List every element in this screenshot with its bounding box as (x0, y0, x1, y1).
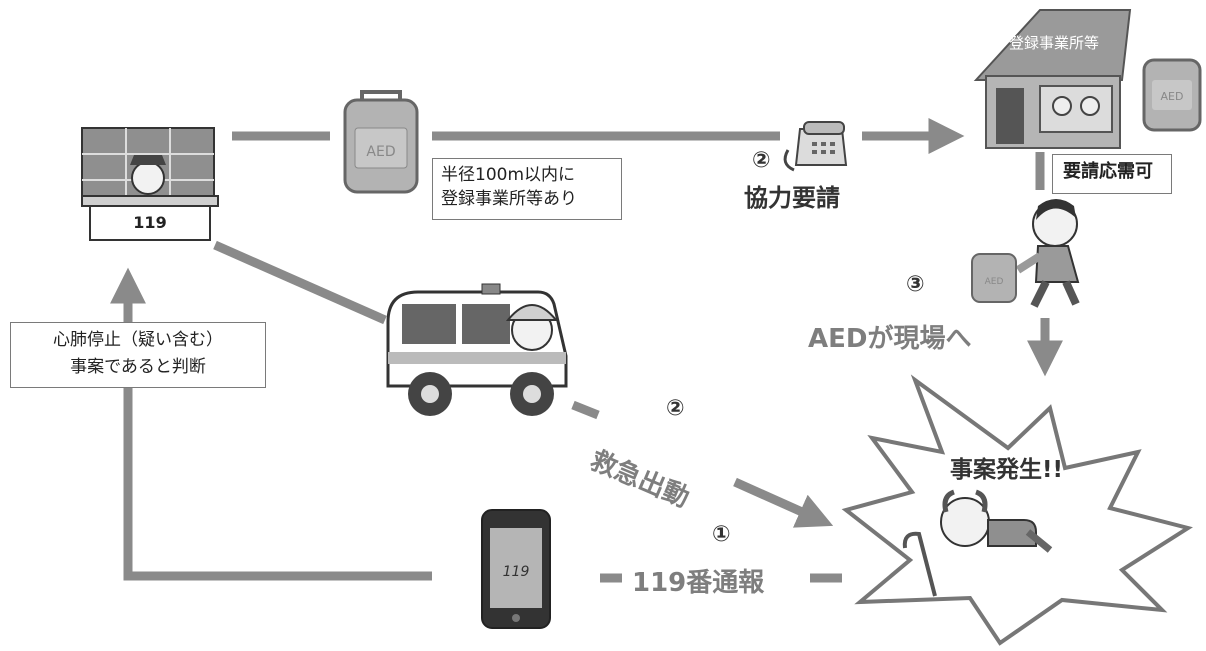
aed-label-house: AED (1161, 90, 1184, 103)
response-note: 要請応需可 (1052, 154, 1172, 194)
step-aed-number: ③ (906, 272, 925, 297)
dispatch-center: 119 (81, 127, 219, 241)
step-call-label: 119番通報 (632, 568, 765, 598)
patient-head (940, 497, 990, 547)
aed-device-house: AED (1142, 58, 1202, 132)
telephone-icon (783, 121, 848, 172)
incident-burst (841, 374, 1193, 646)
aed-label-top: AED (366, 144, 395, 160)
arrow-ambulance-to-incident (733, 477, 834, 528)
step-aed-label: AEDが現場へ (808, 324, 972, 354)
aed-device-carried: AED (971, 253, 1017, 303)
step-dispatch-number: ② (666, 396, 685, 421)
smartphone: 119 (481, 509, 551, 629)
ambulance (386, 283, 568, 416)
radius-note-line1: 半径100m以内に (441, 165, 576, 185)
dispatch-sign: 119 (133, 213, 166, 232)
phone-screen-text: 119 (503, 564, 530, 580)
operator-icon (131, 161, 165, 195)
judgment-note-line2: 事案であると判断 (70, 357, 206, 377)
response-note-text: 要請応需可 (1063, 161, 1153, 182)
runner-with-aed (1015, 199, 1080, 308)
aed-label-carried: AED (985, 277, 1004, 287)
line-center-to-ambulance (213, 240, 387, 325)
step-request-number: ② (752, 148, 771, 173)
incident-label: 事案発生!! (950, 457, 1063, 483)
aed-device-top: AED (343, 90, 419, 194)
registered-business-house: 登録事業所等 (973, 9, 1132, 149)
line-ambulance-to-label (571, 400, 600, 420)
judgment-note-line1: 心肺停止（疑い含む） (53, 330, 223, 350)
collapsed-person (902, 489, 1053, 597)
step-request-label: 協力要請 (744, 184, 840, 212)
house-sign: 登録事業所等 (1009, 34, 1099, 52)
step-call-number: ① (712, 522, 731, 547)
radius-note: 半径100m以内に 登録事業所等あり (432, 158, 622, 220)
radius-note-line2: 登録事業所等あり (441, 189, 577, 209)
judgment-note: 心肺停止（疑い含む） 事案であると判断 (10, 322, 266, 388)
